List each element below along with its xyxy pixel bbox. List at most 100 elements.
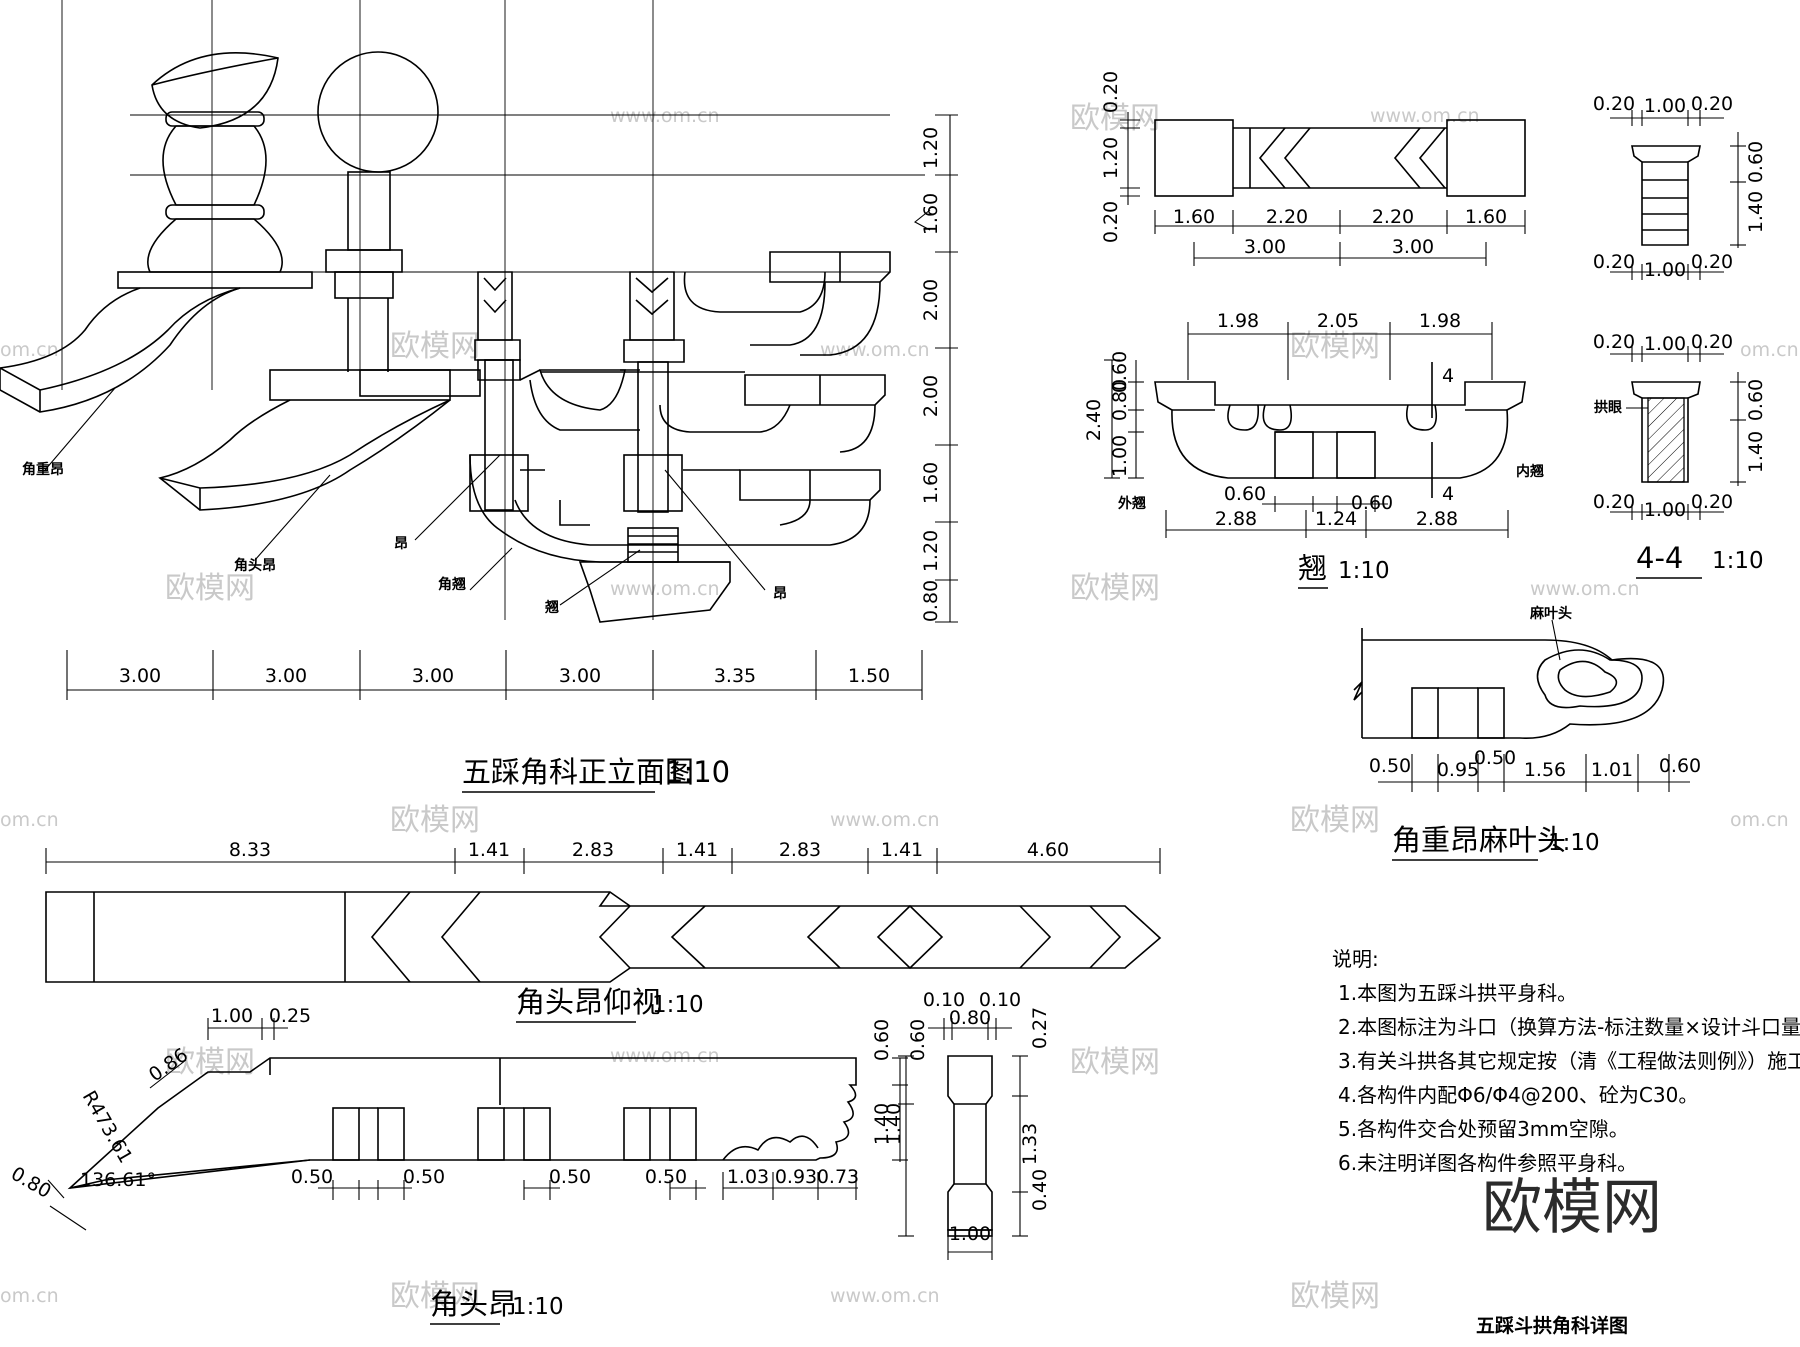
watermark-brand: 欧模网 — [1290, 329, 1380, 364]
jta-slot-2: 0.50 — [403, 1166, 445, 1188]
part-right-1: 0.27 — [1029, 1007, 1051, 1049]
plan-seg-4: 1.60 — [1465, 206, 1507, 228]
dim-v-5: 1.60 — [920, 462, 942, 504]
section-mark-top: 4 — [1442, 365, 1454, 387]
label-jiaochongang: 角重昂 — [22, 461, 64, 478]
notes-block: 说明: 1.本图为五踩斗拱平身科。 2.本图标注为斗口（换算方法-标注数量×设计… — [1332, 947, 1800, 1175]
qiao-slot-2: 0.60 — [1351, 492, 1393, 514]
part-top-1: 0.10 — [923, 989, 965, 1011]
jta-title: 角头昂 — [430, 1287, 517, 1321]
s44-upper-top-1: 0.20 — [1593, 93, 1635, 115]
note-item-5: 5.各构件交合处预留3mm空隙。 — [1338, 1117, 1629, 1141]
s44-gongyan-label: 拱眼 — [1594, 399, 1622, 416]
s44-lower-right-2: 1.40 — [1745, 431, 1767, 473]
watermark-site: www.om.cn — [610, 105, 720, 127]
s44-upper-right-2: 1.40 — [1745, 191, 1767, 233]
bottom-dim-3: 2.83 — [572, 839, 614, 861]
qiao-left-total: 2.40 — [1083, 399, 1105, 441]
label-ang-left: 昂 — [394, 536, 408, 552]
watermark-site: www.om.cn — [820, 339, 930, 361]
right-bracket-stack — [520, 251, 891, 546]
plan-dim-v-1: 0.20 — [1100, 71, 1122, 113]
jiaotouang-bottom-view: 8.33 1.41 2.83 1.41 2.83 1.41 4.60 角头昂仰视… — [45, 839, 1162, 1023]
s44-title: 4-4 — [1636, 541, 1683, 575]
watermark-site: om.cn — [0, 809, 59, 831]
dim-h-4: 3.00 — [559, 665, 601, 687]
qiao-scale: 1:10 — [1338, 558, 1390, 584]
watermark-brand: 欧模网 — [1070, 571, 1160, 606]
section-44-lower: 0.20 1.00 0.20 0.20 1.00 0.20 0.60 1.40 … — [1593, 331, 1767, 579]
s44-lower-bot-2: 1.00 — [1644, 499, 1686, 521]
jta-top-2: 0.25 — [269, 1005, 311, 1027]
dim-v-1: 1.20 — [920, 127, 942, 169]
dim-h-6: 1.50 — [848, 665, 890, 687]
qiao-inner-label: 内翘 — [1516, 463, 1544, 480]
dim-h-3: 3.00 — [412, 665, 454, 687]
plan-dim-v-2: 1.20 — [1100, 137, 1122, 179]
mayetou-dim-1: 0.50 — [1369, 755, 1411, 777]
qiao-bot-2: 1.24 — [1315, 508, 1357, 530]
plan-seg-3: 2.20 — [1372, 206, 1414, 228]
plan-half-1: 3.00 — [1244, 236, 1286, 258]
mayetou-dim-5: 1.01 — [1591, 759, 1633, 781]
part-top-2: 0.80 — [949, 1007, 991, 1029]
jta-left-dim: 0.80 — [7, 1163, 55, 1203]
jta-right-1: 0.60 — [871, 1019, 893, 1061]
bottom-dim-5: 2.83 — [779, 839, 821, 861]
dim-h-5: 3.35 — [714, 665, 756, 687]
watermark-site: www.om.cn — [610, 578, 720, 600]
small-part-view: 0.10 0.80 0.10 0.60 1.40 0.27 1.33 0.40 … — [883, 989, 1051, 1260]
qiao-left-1: 0.60 — [1109, 351, 1131, 393]
bottom-dim-2: 1.41 — [468, 839, 510, 861]
watermark-site: www.om.cn — [830, 809, 940, 831]
watermark-brand: 欧模网 — [165, 571, 255, 606]
elevation-scale: 1:10 — [665, 755, 730, 789]
bottom-scale: 1:10 — [652, 992, 704, 1018]
watermark-site: om.cn — [0, 1285, 59, 1307]
dim-h-1: 3.00 — [119, 665, 161, 687]
dim-v-6: 1.20 — [920, 530, 942, 572]
watermark-layer: www.om.cn www.om.cn 欧模网 om.cn 欧模网 www.om… — [0, 101, 1799, 1314]
qiao-bot-3: 2.88 — [1416, 508, 1458, 530]
s44-upper-bot-2: 1.00 — [1644, 259, 1686, 281]
dim-v-3: 2.00 — [920, 279, 942, 321]
note-item-4: 4.各构件内配Φ6/Φ4@200、砼为C30。 — [1338, 1083, 1698, 1107]
section-44-upper: 0.20 1.00 0.20 0.20 1.00 0.20 0.60 1.40 — [1593, 93, 1767, 281]
qiao-left-2: 0.80 — [1109, 379, 1131, 421]
qiao-title: 翘 — [1298, 551, 1327, 585]
plan-half-2: 3.00 — [1392, 236, 1434, 258]
bottom-title: 角头昂仰视 — [516, 985, 661, 1019]
part-right-3: 0.40 — [1029, 1169, 1051, 1211]
watermark-site: om.cn — [1740, 339, 1799, 361]
dim-h-2: 3.00 — [265, 665, 307, 687]
jiaotouang-view: 1.00 0.25 0.86 R473.61 136.61° 0.80 0.60… — [7, 1005, 908, 1325]
mayetou-dim-6: 0.60 — [1659, 755, 1701, 777]
s44-lower-top-3: 0.20 — [1691, 331, 1733, 353]
dim-v-2: 1.60 — [920, 193, 942, 235]
label-qiao: 翘 — [544, 600, 559, 616]
plan-seg-1: 1.60 — [1173, 206, 1215, 228]
elevation-horizontal-dims: 3.00 3.00 3.00 3.00 3.35 1.50 — [66, 650, 923, 700]
note-item-6: 6.未注明详图各构件参照平身科。 — [1338, 1151, 1637, 1175]
dim-v-7: 0.80 — [920, 580, 942, 622]
s44-upper-bot-1: 0.20 — [1593, 251, 1635, 273]
brand-logo: 欧模网 — [1482, 1173, 1662, 1243]
jta-angle: 136.61° — [80, 1169, 156, 1191]
jta-tail-2: 0.93 — [775, 1166, 817, 1188]
elevation-view: 角重昂 角头昂 昂 角翘 翘 昂 1.20 1.60 2.00 2.00 1.6… — [0, 0, 958, 793]
qiao-slot-1: 0.60 — [1224, 483, 1266, 505]
jta-tail-1: 1.03 — [727, 1166, 769, 1188]
plan-seg-2: 2.20 — [1266, 206, 1308, 228]
qiao-left-3: 1.00 — [1109, 435, 1131, 477]
mayetou-callout: 麻叶头 — [1529, 605, 1572, 622]
watermark-site: om.cn — [0, 339, 59, 361]
s44-lower-bot-3: 0.20 — [1691, 491, 1733, 513]
s44-upper-top-3: 0.20 — [1691, 93, 1733, 115]
notes-heading: 说明: — [1332, 947, 1379, 971]
watermark-brand: 欧模网 — [390, 1279, 480, 1314]
jta-top-1: 1.00 — [211, 1005, 253, 1027]
watermark-site: www.om.cn — [1530, 578, 1640, 600]
section-mark-bottom: 4 — [1442, 483, 1454, 505]
mayetou-view: 麻叶头 0.50 0.95 0.50 1.56 1.01 0.60 角重昂麻叶头… — [1353, 605, 1701, 861]
